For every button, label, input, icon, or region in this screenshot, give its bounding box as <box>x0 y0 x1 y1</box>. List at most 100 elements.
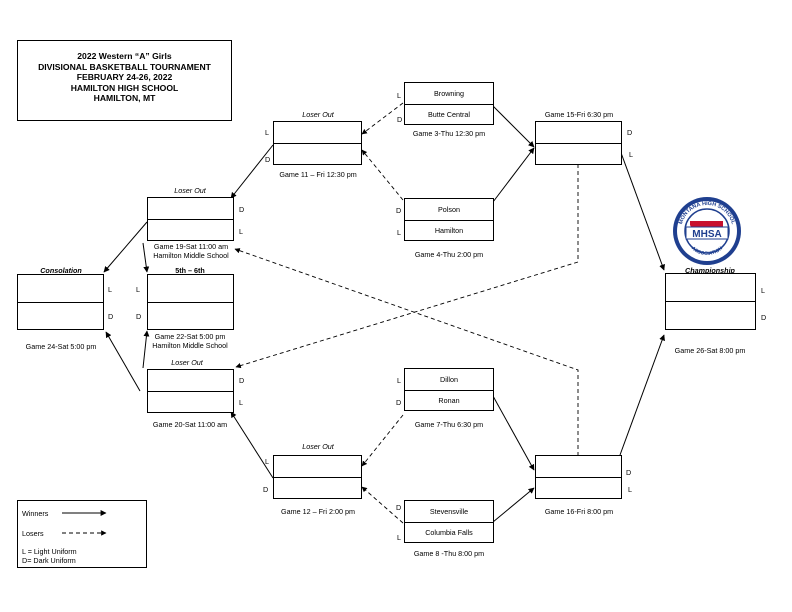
svg-text:ASSOCIATION: ASSOCIATION <box>690 245 724 257</box>
uniform-mark: L <box>397 376 401 385</box>
title-line-5: HAMILTON, MT <box>93 93 156 104</box>
game-16-label: Game 16-Fri 8:00 pm <box>544 507 614 516</box>
winner-line <box>105 331 141 392</box>
game-19-slot-bottom <box>147 219 234 241</box>
team-slot-browning: Browning <box>404 82 494 105</box>
game-19-venue: Hamilton Middle School <box>153 251 229 260</box>
team-name: Columbia Falls <box>425 528 473 537</box>
tournament-title-box: 2022 Western “A” Girls DIVISIONAL BASKET… <box>17 40 232 121</box>
uniform-mark: L <box>265 128 269 137</box>
uniform-mark: L <box>629 150 633 159</box>
legend-losers: Losers <box>22 529 44 538</box>
loser-line <box>361 102 404 135</box>
game-3-label: Game 3-Thu 12:30 pm <box>412 129 486 138</box>
game-7-label: Game 7-Thu 6:30 pm <box>414 420 484 429</box>
team-name: Browning <box>434 89 464 98</box>
title-line-1: 2022 Western “A” Girls <box>77 51 172 61</box>
game-26-label: Game 26-Sat 8:00 pm <box>674 346 746 355</box>
winner-line <box>492 487 535 523</box>
winner-line <box>142 330 150 369</box>
uniform-mark: D <box>263 485 269 494</box>
winner-line <box>492 395 535 471</box>
loser-line <box>361 149 404 201</box>
game-22-slot-top <box>147 274 234 303</box>
championship-heading: Championship <box>685 266 735 275</box>
uniform-mark: L <box>136 285 140 294</box>
winner-line <box>230 144 274 199</box>
winner-line <box>492 105 535 148</box>
game-12-label: Game 12 – Fri 2:00 pm <box>281 507 355 516</box>
fifth-sixth-heading: 5th – 6th <box>175 266 205 275</box>
winner-line <box>142 242 150 273</box>
game-16-slot-top <box>535 455 622 478</box>
game-22-venue: Hamilton Middle School <box>152 341 228 350</box>
loser-out-heading: Loser Out <box>171 358 203 367</box>
team-name: Hamilton <box>434 226 464 235</box>
uniform-mark: D <box>239 205 245 214</box>
uniform-mark: L <box>628 485 632 494</box>
game-16-slot-bottom <box>535 477 622 499</box>
uniform-mark: L <box>108 285 112 294</box>
uniform-mark: D <box>761 313 767 322</box>
game-12-slot-top <box>273 455 362 478</box>
game-20-slot-bottom <box>147 391 234 413</box>
team-slot-polson: Polson <box>404 198 494 221</box>
game-11-label: Game 11 – Fri 12:30 pm <box>279 170 357 179</box>
game-20-slot-top <box>147 369 234 392</box>
game-15-slot-top <box>535 121 622 144</box>
game-19-label: Game 19-Sat 11:00 am <box>153 242 229 251</box>
logo-bottom-text: ASSOCIATION <box>690 245 724 257</box>
legend-winners: Winners <box>22 509 49 518</box>
legend-dark-uniform: D= Dark Uniform <box>22 556 76 565</box>
team-slot-ronan: Ronan <box>404 390 494 411</box>
game-8-label: Game 8 -Thu 8:00 pm <box>413 549 485 558</box>
uniform-mark: L <box>265 457 269 466</box>
mhsa-logo-graphic: MONTANA HIGH SCHOOL MHSA ASSOCIATION <box>673 197 741 265</box>
game-22-slot-bottom <box>147 302 234 330</box>
uniform-mark: L <box>397 91 401 100</box>
game-20-label: Game 20-Sat 11:00 am <box>152 420 228 429</box>
uniform-mark: D <box>397 115 403 124</box>
loser-line <box>361 414 404 467</box>
title-line-3: FEBRUARY 24-26, 2022 <box>76 72 173 83</box>
loser-out-heading: Loser Out <box>302 442 334 451</box>
team-slot-dillon: Dillon <box>404 368 494 391</box>
uniform-mark: D <box>136 312 142 321</box>
team-name: Dillon <box>440 375 458 384</box>
winner-line <box>492 147 535 203</box>
game-19-slot-top <box>147 197 234 220</box>
team-slot-hamilton: Hamilton <box>404 220 494 241</box>
game-26-slot-bottom <box>665 301 756 330</box>
game-24-label: Game 24-Sat 5:00 pm <box>25 342 97 351</box>
team-name: Polson <box>438 205 460 214</box>
loser-out-heading: Loser Out <box>302 110 334 119</box>
game-12-slot-bottom <box>273 477 362 499</box>
team-name: Butte Central <box>428 110 470 119</box>
loser-line <box>361 486 404 524</box>
uniform-mark: L <box>239 227 243 236</box>
uniform-mark: D <box>396 503 402 512</box>
team-slot-columbia-falls: Columbia Falls <box>404 522 494 543</box>
uniform-mark: D <box>108 312 114 321</box>
winner-line <box>230 411 274 479</box>
game-24-slot-bottom <box>17 302 104 330</box>
uniform-mark: L <box>761 286 765 295</box>
team-slot-butte-central: Butte Central <box>404 104 494 125</box>
game-15-slot-bottom <box>535 143 622 165</box>
uniform-mark: D <box>265 155 271 164</box>
title-line-2: DIVISIONAL BASKETBALL TOURNAMENT <box>38 61 211 72</box>
game-22-label: Game 22-Sat 5:00 pm <box>154 332 226 341</box>
uniform-mark: L <box>397 228 401 237</box>
uniform-mark: D <box>396 206 402 215</box>
logo-center-text: MHSA <box>692 229 721 240</box>
uniform-mark: L <box>239 398 243 407</box>
uniform-mark: D <box>626 468 632 477</box>
uniform-mark: D <box>239 376 245 385</box>
winner-line <box>619 334 665 456</box>
game-4-label: Game 4-Thu 2:00 pm <box>414 250 484 259</box>
title-line-4: HAMILTON HIGH SCHOOL <box>70 82 179 93</box>
consolation-heading: Consolation <box>40 266 82 275</box>
loser-line <box>235 164 579 369</box>
winner-line <box>619 149 665 271</box>
